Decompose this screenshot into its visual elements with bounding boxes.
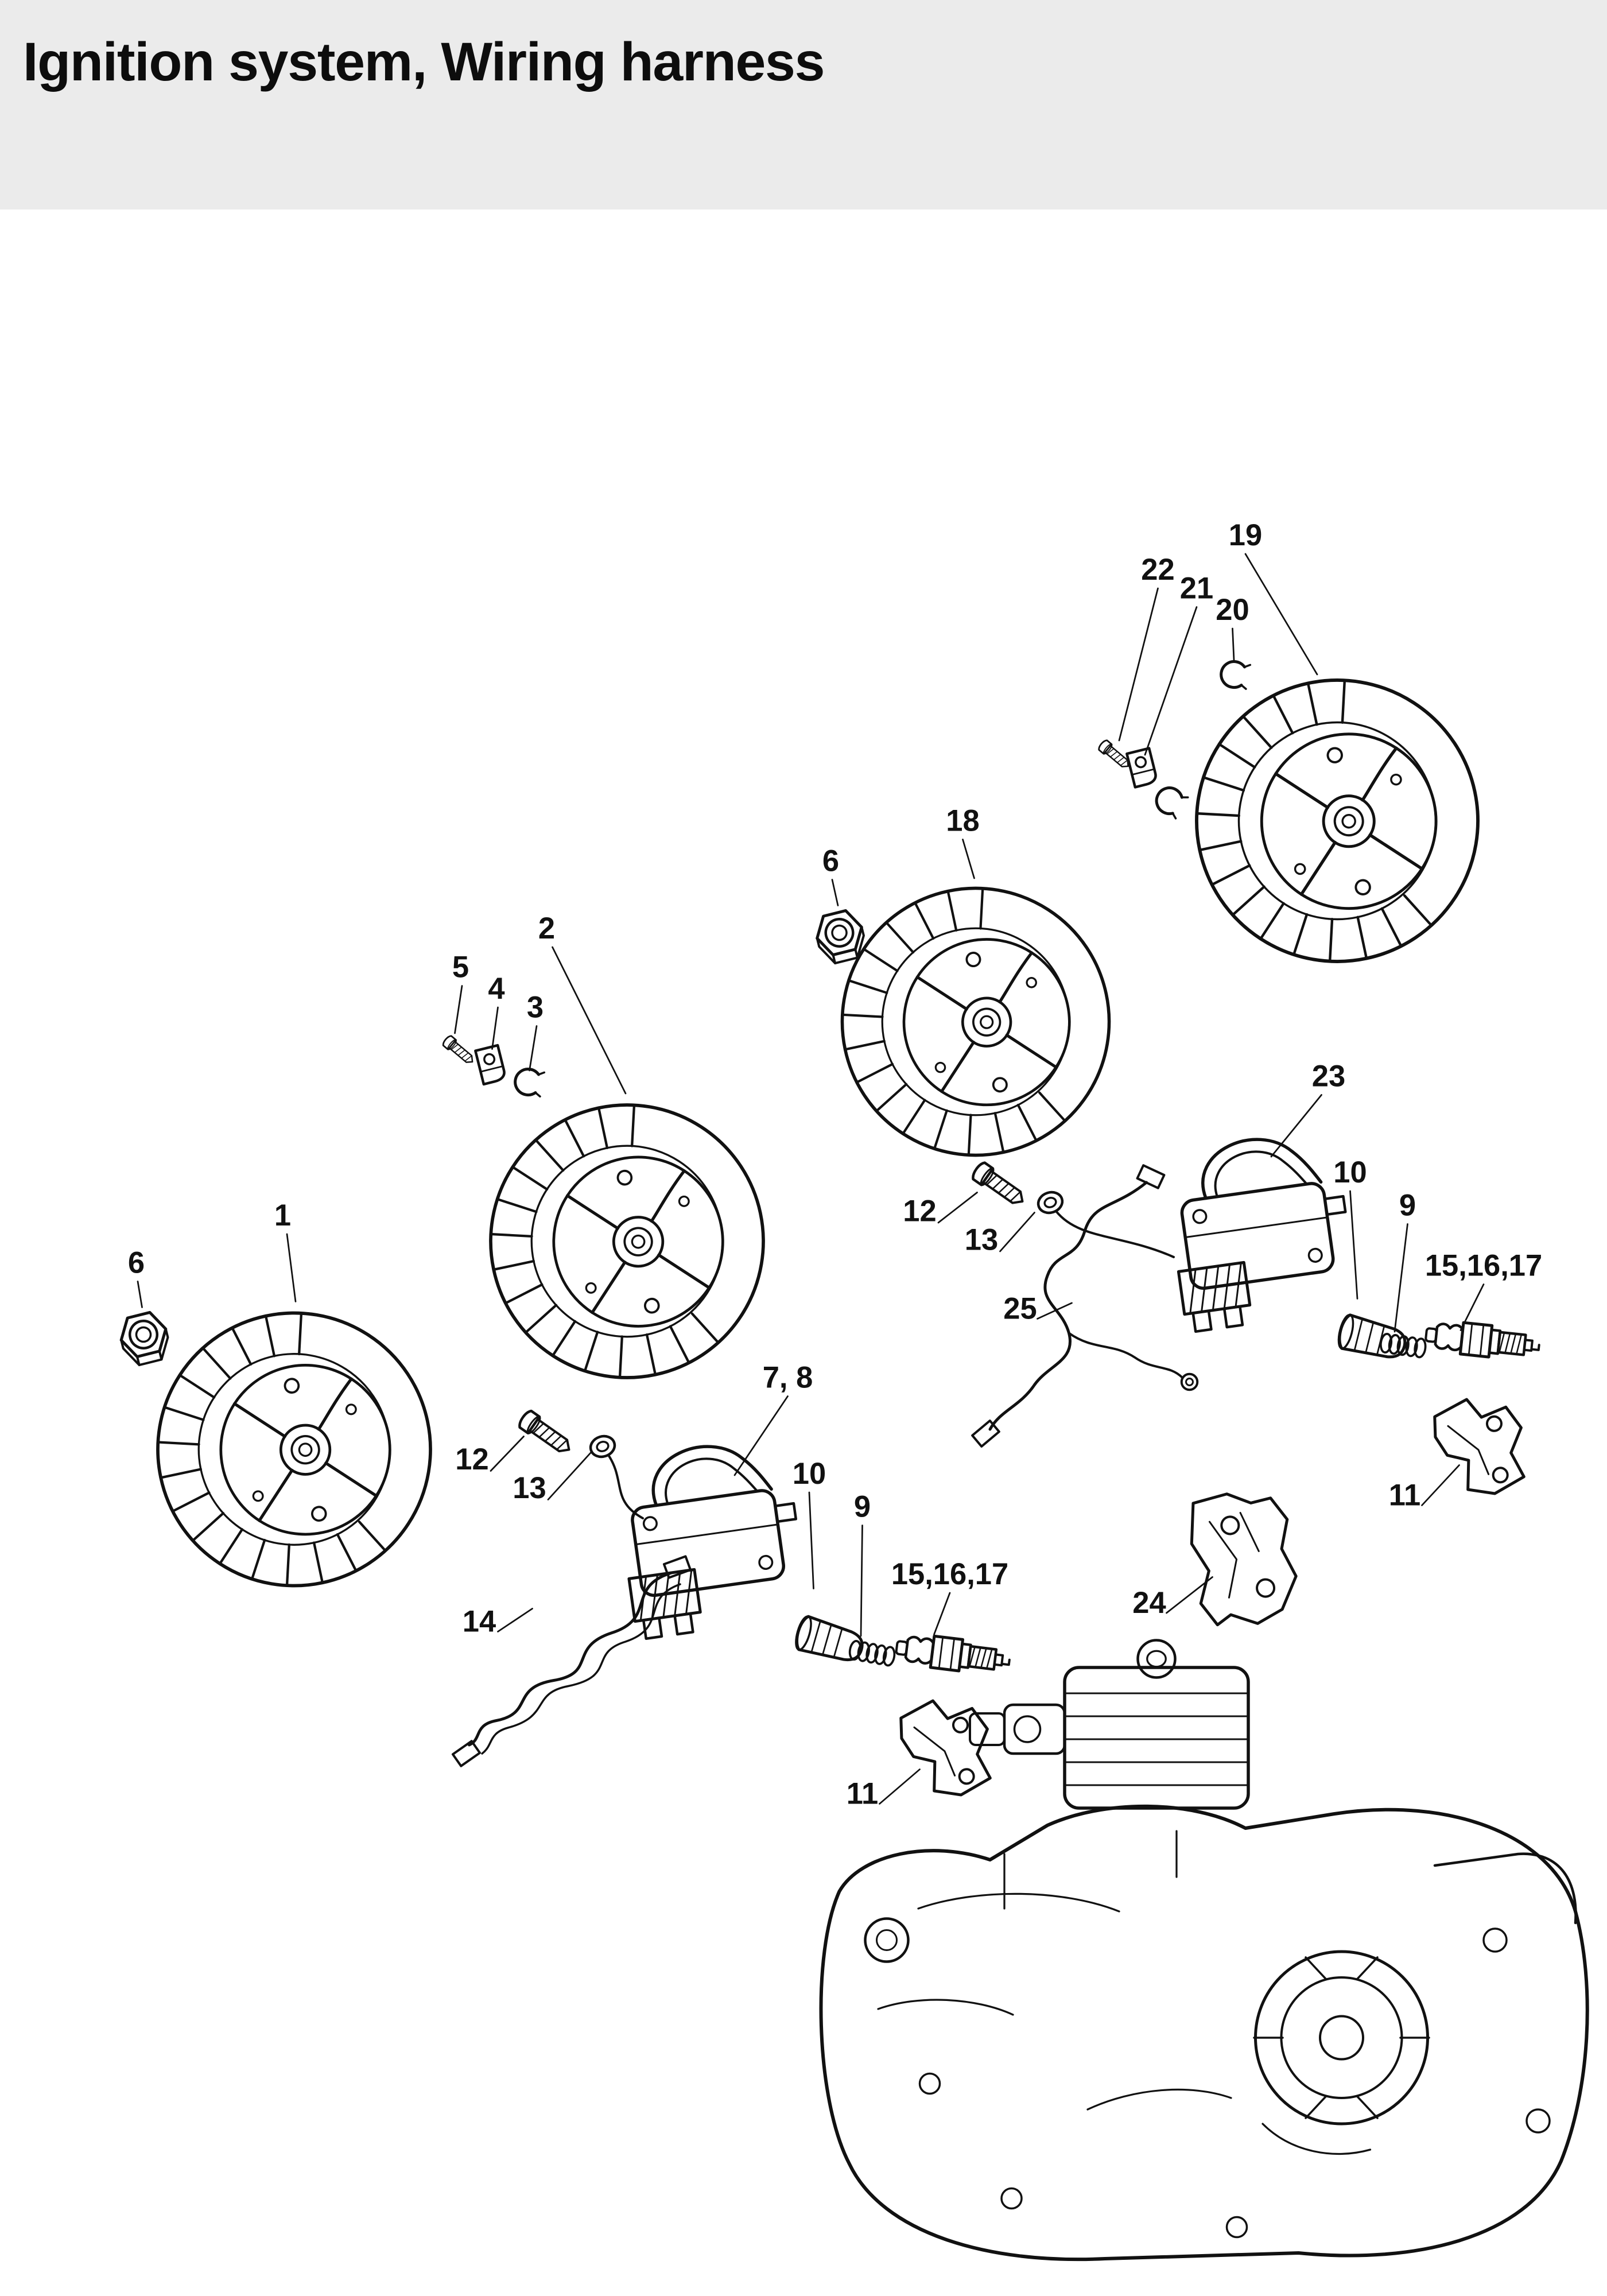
callout-9-right: 9 [1399,1189,1416,1223]
spark-plug-middle [895,1632,1011,1677]
callout-4: 4 [488,972,504,1006]
page-title: Ignition system, Wiring harness [23,32,824,92]
engine-assembly [819,1639,1589,2262]
callout-19: 19 [1229,518,1262,552]
bracket-11-middle [896,1692,997,1803]
flywheel-18 [817,863,1134,1180]
ignition-module-23 [1162,1128,1359,1333]
harness-connector [662,1555,692,1579]
crankcase-outline [819,1804,1589,2262]
callout-1: 1 [274,1199,291,1232]
flywheel-2 [465,1080,789,1403]
callout-3: 3 [527,991,544,1025]
bolt-boss [1526,2108,1551,2134]
screw-12-right [971,1161,1028,1209]
carburetor-bore [1013,1715,1042,1743]
harness-connector [451,1740,482,1767]
carburetor [1003,1703,1066,1755]
crankcase-contours [877,1830,1232,2111]
washer-13-right [1035,1189,1065,1216]
bolt-boss [1482,1927,1508,1953]
callout-21: 21 [1180,572,1213,606]
callout-15-16-17-middle: 15,16,17 [891,1557,1008,1591]
contact-spring-9-middle [847,1639,897,1667]
wiring-harness-25 [971,1164,1199,1448]
cylinder [1063,1666,1250,1810]
callout-10-middle: 10 [793,1457,826,1491]
oil-cap [864,1917,910,1963]
washer-13-left [588,1433,617,1460]
spark-plug-boss-hole [1146,1650,1167,1668]
callout-7-8: 7, 8 [763,1361,813,1395]
spark-plug-right [1424,1319,1540,1362]
callout-5: 5 [452,951,469,984]
pawl-screw-5 [441,1034,478,1068]
callout-labels: 19 22 21 20 18 6 2 5 4 3 23 10 9 15,16,1… [128,518,1542,1811]
callout-10-right: 10 [1333,1155,1367,1189]
ring-terminal [1180,1372,1199,1391]
ground-wire-right [1055,1210,1175,1258]
starter-pawl-21 [1127,748,1157,788]
ring-terminal-hole [1185,1377,1194,1386]
bolt-boss [918,2072,941,2095]
callout-15-16-17-right: 15,16,17 [1425,1249,1542,1283]
bolt-boss [1225,2216,1248,2239]
ignition-module-7-8 [612,1435,810,1640]
harness-connector [1136,1164,1166,1189]
clip-20b [1152,783,1188,819]
callout-11-right: 11 [1389,1479,1421,1512]
cylinder-fins [1063,1692,1249,1786]
callout-24: 24 [1132,1586,1166,1620]
ground-wire-left [607,1454,644,1519]
diagram-artwork [117,553,1589,2262]
clip-20 [1219,660,1250,690]
callout-18: 18 [946,804,979,838]
callout-12-left: 12 [455,1442,488,1476]
header-band [0,0,1607,210]
callout-13-right: 13 [965,1223,998,1257]
starter-pawl-4 [475,1045,506,1084]
crankcase-contour [1261,2123,1372,2155]
callout-12-right: 12 [903,1194,936,1228]
callout-20: 20 [1216,593,1249,627]
bracket-24 [1187,1488,1301,1630]
nut-6-left [117,1310,173,1368]
callout-25: 25 [1003,1292,1037,1326]
wiring-harness-14 [451,1555,692,1767]
intake-flange [969,1712,1006,1746]
callout-13-left: 13 [513,1471,546,1505]
clip-3 [513,1067,544,1097]
flywheel-1 [133,1287,456,1611]
callout-6-left: 6 [128,1246,145,1280]
clutch-inner [1280,1976,1403,2099]
callout-6-upper: 6 [822,844,839,878]
bolt-boss [1000,2187,1023,2210]
leader-lines [137,553,1485,1805]
screw-12-left [517,1409,575,1458]
callout-2: 2 [538,912,555,945]
callout-11-middle: 11 [847,1777,879,1811]
flywheel-19 [1170,654,1504,987]
callout-14: 14 [463,1605,496,1639]
clutch-spokes [1253,1956,1430,2119]
spark-plug-boss [1136,1639,1177,1679]
bracket-11-right [1430,1391,1531,1502]
callout-23: 23 [1312,1060,1345,1093]
callout-22: 22 [1141,553,1174,587]
clutch-hub [1319,2015,1364,2061]
plug-boot-10-right [1336,1313,1409,1363]
callout-9-middle: 9 [854,1490,871,1524]
harness-connector [971,1420,1000,1448]
oil-cap-center [876,1929,898,1951]
side-cover-edge [1433,1852,1577,1925]
